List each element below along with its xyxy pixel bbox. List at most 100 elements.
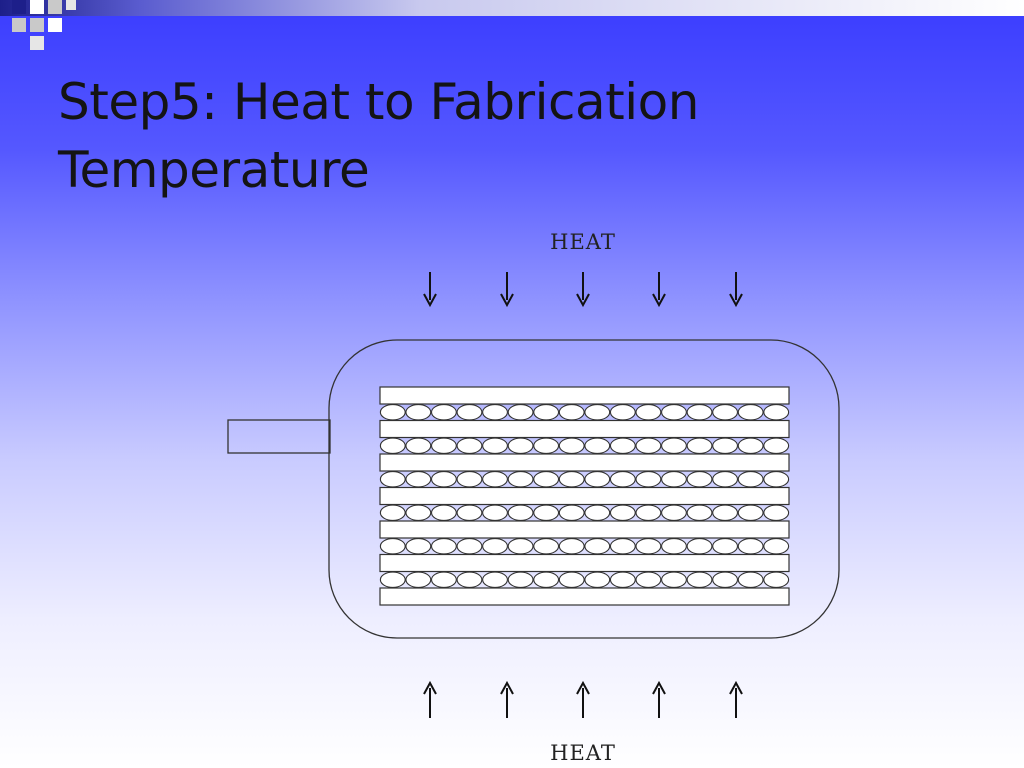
heat-arrow-up: [423, 680, 437, 718]
fiber: [507, 471, 534, 488]
fiber: [379, 538, 406, 555]
fiber: [405, 471, 432, 488]
fiber: [584, 404, 611, 421]
heat-arrows-up: [423, 680, 743, 718]
fiber: [661, 437, 687, 454]
fiber: [558, 538, 585, 555]
fiber: [763, 437, 790, 454]
slide-title-line-2: Temperature: [58, 141, 370, 199]
deco-square: [48, 0, 62, 14]
deco-square: [12, 0, 26, 14]
heat-label-bottom: HEAT: [550, 741, 616, 765]
fiber: [737, 404, 764, 421]
fiber: [763, 404, 790, 421]
deco-square: [66, 0, 76, 10]
fiber: [456, 404, 483, 421]
fiber: [635, 437, 662, 454]
fiber: [609, 538, 636, 555]
fiber: [686, 571, 713, 588]
fiber: [533, 571, 560, 588]
fiber: [558, 504, 585, 521]
fiber: [482, 538, 508, 555]
fiber: [635, 538, 662, 555]
fiber-layer: [379, 538, 790, 555]
fiber-layer: [379, 571, 790, 588]
deco-square: [30, 0, 44, 14]
matrix-foil-plate: [379, 453, 790, 472]
fiber-layer: [379, 504, 790, 521]
fiber: [609, 471, 636, 488]
fiber: [763, 538, 790, 555]
fiber: [482, 571, 508, 588]
fiber: [379, 437, 406, 454]
matrix-foil-plate: [379, 419, 790, 439]
fiber: [379, 471, 406, 488]
fiber: [482, 471, 508, 488]
heat-arrow-up: [576, 680, 590, 718]
heat-arrow-up: [729, 680, 743, 718]
fiber: [558, 471, 585, 488]
fiber: [533, 437, 560, 454]
fiber: [661, 538, 687, 555]
fiber: [609, 404, 636, 421]
fiber-layer: [379, 437, 790, 454]
fiber: [712, 571, 739, 588]
fiber: [712, 404, 739, 421]
fiber: [507, 538, 534, 555]
fiber: [507, 404, 534, 421]
fiber: [635, 571, 662, 588]
fiber: [609, 571, 636, 588]
matrix-foil-plate: [379, 486, 790, 506]
fiber: [584, 471, 611, 488]
slide-top-bar: [0, 0, 1024, 16]
deco-square: [30, 36, 44, 50]
heat-arrow-down: [729, 272, 743, 308]
heat-arrow-down: [652, 272, 666, 308]
fiber: [661, 571, 687, 588]
heat-arrow-up: [500, 680, 514, 718]
heat-arrow-down: [500, 272, 514, 308]
fiber: [430, 538, 457, 555]
fiber: [405, 571, 432, 588]
fiber: [609, 437, 636, 454]
fiber: [712, 504, 739, 521]
fiber: [661, 504, 687, 521]
fiber: [609, 504, 636, 521]
matrix-foil-plate: [379, 553, 790, 573]
fiber: [533, 471, 560, 488]
heat-arrows-down: [423, 272, 743, 308]
deco-square: [48, 18, 62, 32]
fiber: [379, 571, 406, 588]
fiber: [584, 571, 611, 588]
deco-square: [30, 18, 44, 32]
fiber: [712, 538, 739, 555]
vessel-outline: [328, 339, 840, 639]
fiber: [430, 504, 457, 521]
heat-label-top: HEAT: [550, 230, 616, 254]
fiber: [533, 504, 560, 521]
fiber: [482, 404, 508, 421]
fiber: [456, 571, 483, 588]
deco-square: [12, 18, 26, 32]
fiber: [456, 437, 483, 454]
matrix-foil-plate: [379, 587, 790, 606]
fiber: [558, 437, 585, 454]
fiber: [737, 504, 764, 521]
fiber: [507, 504, 534, 521]
fiber: [635, 504, 662, 521]
fiber-layer: [379, 471, 790, 488]
fiber-layer: [379, 404, 790, 421]
fiber: [635, 404, 662, 421]
fiber: [405, 504, 432, 521]
fiber: [661, 404, 687, 421]
fiber: [456, 504, 483, 521]
fiber: [737, 538, 764, 555]
fiber: [686, 471, 713, 488]
fiber: [737, 471, 764, 488]
fiber: [533, 538, 560, 555]
fiber: [456, 471, 483, 488]
fiber: [430, 571, 457, 588]
fiber: [584, 437, 611, 454]
fiber: [405, 437, 432, 454]
